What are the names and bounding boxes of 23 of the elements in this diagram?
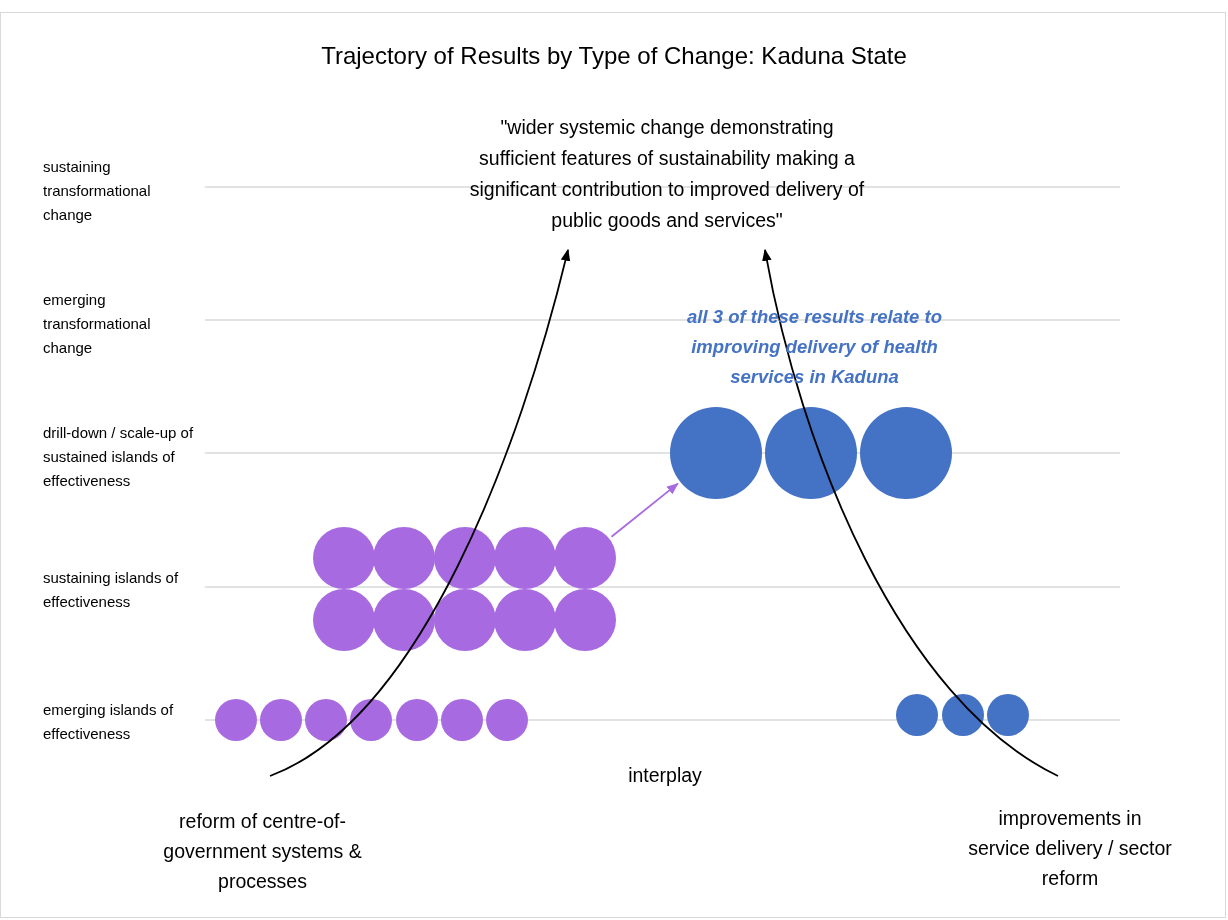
circle-marker xyxy=(396,699,438,741)
axis-label: improvements in service delivery / sector reform xyxy=(967,806,1173,891)
row-label: drill-down / scale-up of sustained islands of effectiveness xyxy=(43,423,195,491)
quote-text: "wider systemic change demonstrating sufficient features of sustainability making a significant contribution to improved delivery of public goods and services" xyxy=(462,112,872,248)
axis-label: reform of centre-of-government systems & processes xyxy=(162,809,363,894)
circle-marker xyxy=(441,699,483,741)
circle-marker xyxy=(987,694,1029,736)
row-label: emerging transformational change xyxy=(43,290,152,358)
circle-marker xyxy=(486,699,528,741)
chart-title: Trajectory of Results by Type of Change: Kaduna State xyxy=(320,42,908,70)
circle-marker xyxy=(305,699,347,741)
row-label: emerging islands of effectiveness xyxy=(43,700,175,744)
circle-marker xyxy=(260,699,302,741)
arrow xyxy=(610,482,679,538)
row-label: sustaining transformational change xyxy=(43,157,152,225)
row-label: sustaining islands of effectiveness xyxy=(43,568,180,612)
circle-marker xyxy=(215,699,257,741)
circle-marker xyxy=(896,694,938,736)
arrow xyxy=(269,248,570,777)
arrow xyxy=(762,248,1059,777)
axis-label: interplay xyxy=(627,764,703,787)
circle-marker xyxy=(350,699,392,741)
circle-marker xyxy=(942,694,984,736)
